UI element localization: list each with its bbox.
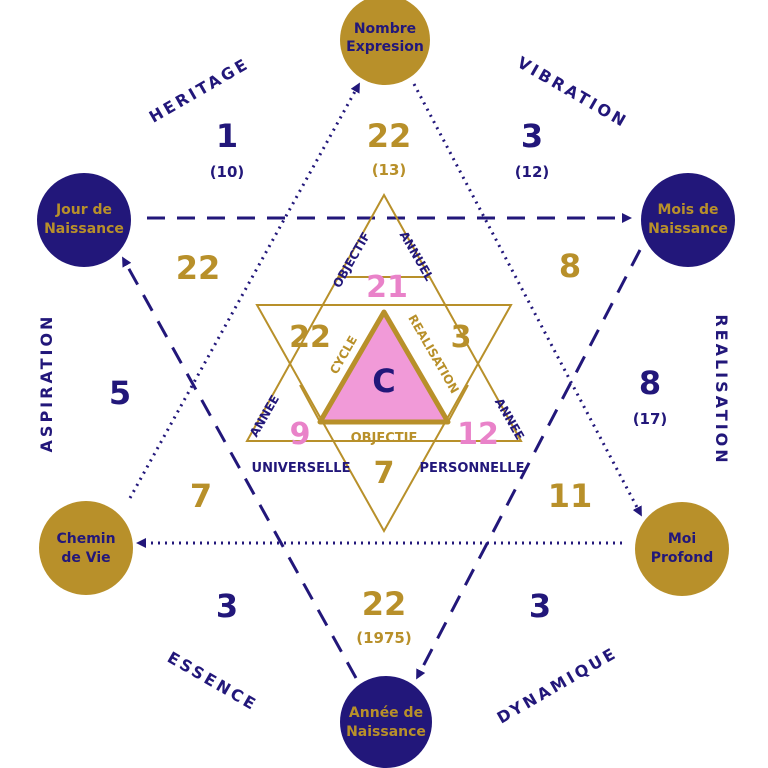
node-mois-de-naissance: Mois de Naissance xyxy=(641,173,735,267)
star-left-value: 22 xyxy=(289,320,331,355)
inner-right-lower: 11 xyxy=(548,477,593,515)
arrow-mois-to-annee xyxy=(416,249,642,680)
star-right-value: 3 xyxy=(451,320,472,355)
star-lower-left-value: 9 xyxy=(290,417,311,452)
node-mois-line2: Naissance xyxy=(648,221,728,237)
inner-left-upper: 22 xyxy=(176,249,221,287)
node-jour-line1: Jour de xyxy=(55,202,112,218)
inner-right-upper: 8 xyxy=(559,247,581,285)
heritage-value: 1 xyxy=(216,117,238,155)
inner-left-lower: 7 xyxy=(190,477,212,515)
node-jour-line2: Naissance xyxy=(44,221,124,237)
label-essence: ESSENCE xyxy=(164,648,261,715)
label-aspiration: ASPIRATION xyxy=(37,314,56,453)
node-annee-line1: Année de xyxy=(349,705,423,721)
node-nombre-line2: Expresion xyxy=(346,39,424,55)
star-top-value: 21 xyxy=(366,270,408,305)
star-bottom-label: OBJECTIF xyxy=(351,431,418,446)
label-dynamique: DYNAMIQUE xyxy=(494,643,621,727)
node-nombre-expresion: Nombre Expresion xyxy=(340,0,430,85)
bottom-value: 22 xyxy=(362,585,407,623)
realisation-sub: (17) xyxy=(633,410,668,428)
top-value: 22 xyxy=(367,117,412,155)
top-sub: (13) xyxy=(372,161,407,179)
label-heritage: HERITAGE xyxy=(146,54,253,127)
realisation-value: 8 xyxy=(639,364,661,402)
vibration-value: 3 xyxy=(521,117,543,155)
essence-value: 3 xyxy=(216,587,238,625)
star-divider-right xyxy=(447,384,469,423)
node-annee-line2: Naissance xyxy=(346,724,426,740)
aspiration-value: 5 xyxy=(109,374,131,412)
connector-lines xyxy=(122,82,642,680)
node-mois-line1: Mois de xyxy=(657,202,718,218)
node-nombre-line1: Nombre xyxy=(354,21,416,37)
central-star xyxy=(245,192,523,534)
star-lower-right-label-bottom: PERSONNELLE xyxy=(420,461,525,476)
node-chemin-de-vie: Chemin de Vie xyxy=(39,501,133,595)
node-jour-de-naissance: Jour de Naissance xyxy=(37,173,131,267)
bottom-sub: (1975) xyxy=(356,629,411,647)
node-annee-de-naissance: Année de Naissance xyxy=(340,676,432,768)
vibration-sub: (12) xyxy=(515,163,550,181)
star-lower-right-value: 12 xyxy=(457,417,499,452)
node-moi-line2: Profond xyxy=(651,550,713,566)
star-lower-left-label-top: ANNEE xyxy=(247,393,282,440)
arrow-chemin-to-nombre xyxy=(128,82,360,499)
star-center-letter: C xyxy=(372,362,395,400)
heritage-sub: (10) xyxy=(210,163,245,181)
star-up-triangle xyxy=(245,192,523,442)
star-bottom-value: 7 xyxy=(374,456,395,491)
label-realisation: REALISATION xyxy=(712,314,731,465)
node-moi-profond: Moi Profond xyxy=(635,502,729,596)
node-chemin-line1: Chemin xyxy=(56,531,115,547)
star-lower-left-label-bottom: UNIVERSELLE xyxy=(252,461,351,476)
node-chemin-line2: de Vie xyxy=(61,550,110,566)
node-moi-line1: Moi xyxy=(668,531,696,547)
arrow-annee-to-jour xyxy=(122,256,358,679)
inner-numbers: 22 8 7 11 xyxy=(176,247,593,515)
star-divider-left xyxy=(299,384,321,423)
outer-numbers: 1 (10) 22 (13) 3 (12) 5 8 (17) 3 22 (197… xyxy=(109,117,667,647)
dynamique-value: 3 xyxy=(529,587,551,625)
